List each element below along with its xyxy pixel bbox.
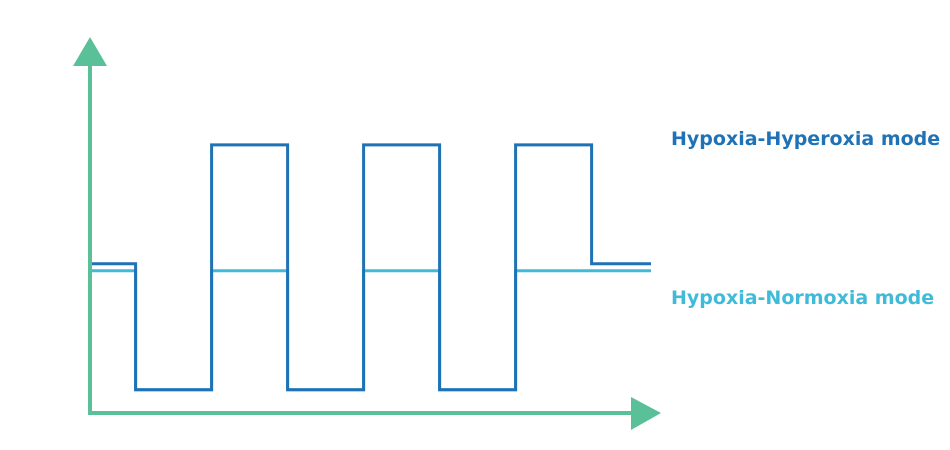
series-line-1 (90, 143, 651, 392)
series-layer (90, 143, 651, 392)
series-line-2 (90, 269, 651, 392)
legend-label-2: Hypoxia-Normoxia mode (671, 287, 934, 309)
legend-label-1: Hypoxia-Hyperoxia mode (671, 128, 940, 150)
y-axis-arrow-icon (73, 37, 107, 66)
axes-layer (73, 37, 661, 430)
x-axis-arrow-icon (631, 397, 661, 430)
